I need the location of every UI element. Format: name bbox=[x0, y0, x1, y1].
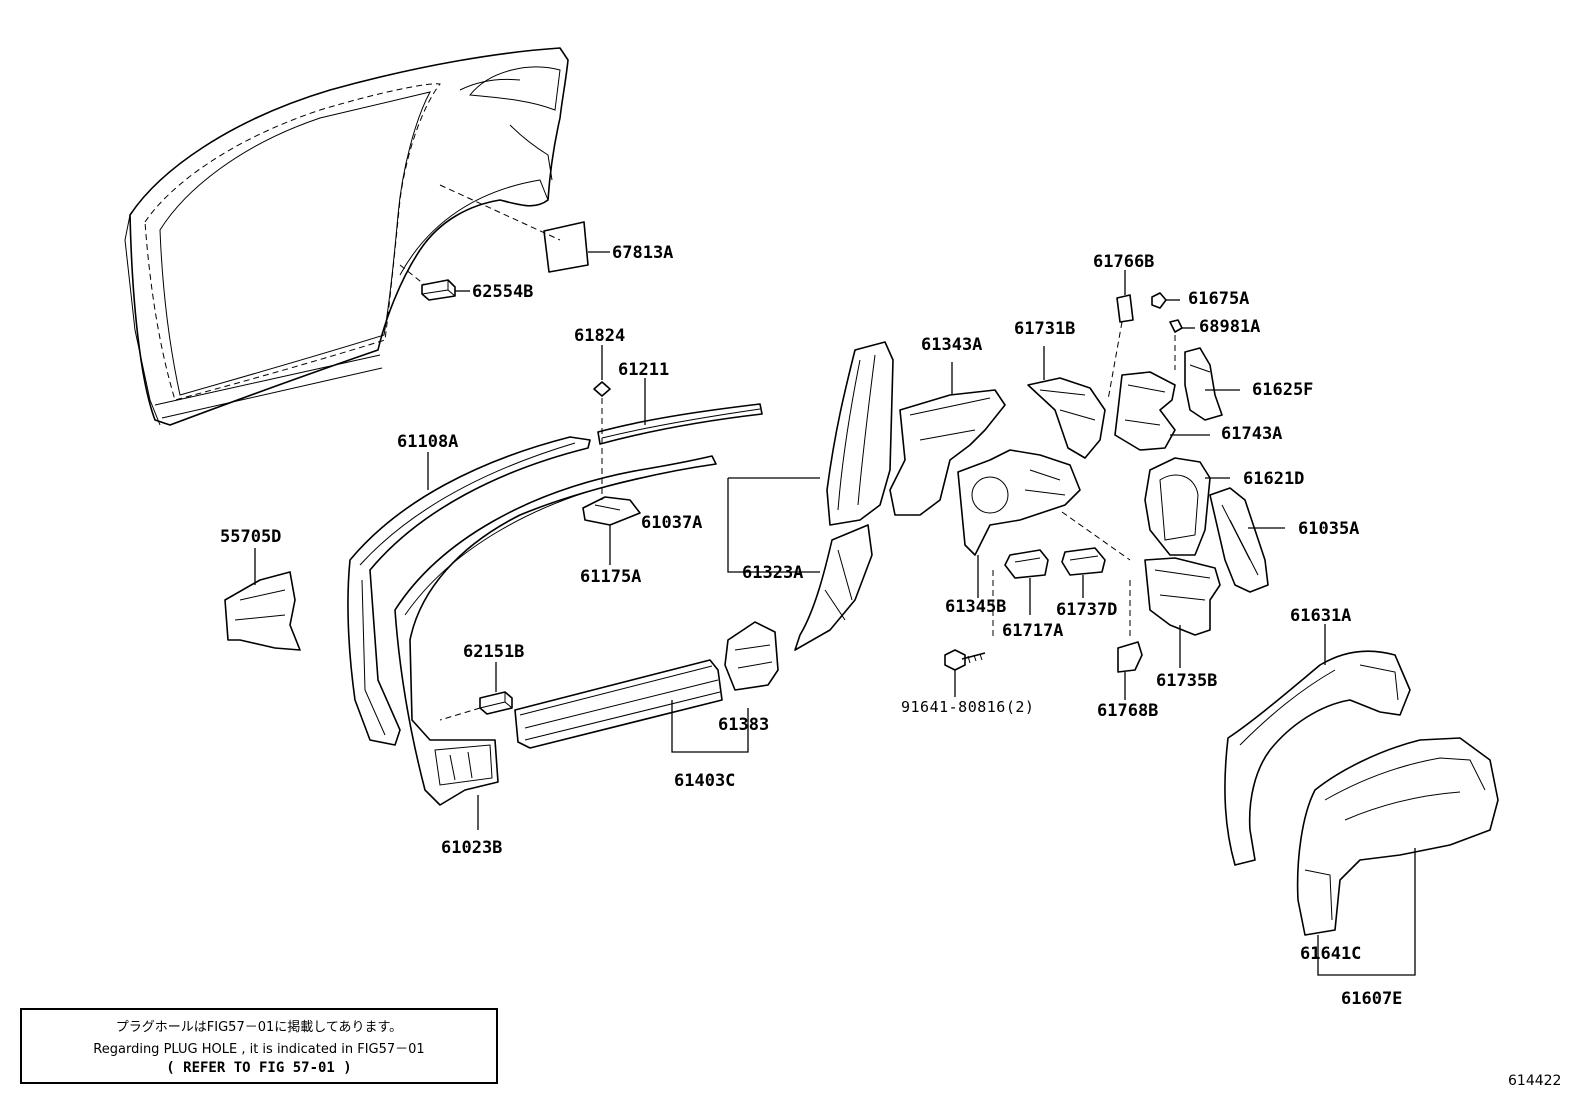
clip-68981A bbox=[1169, 319, 1195, 370]
clip-61675A bbox=[1151, 292, 1180, 309]
label-61323A: 61323A bbox=[742, 563, 803, 583]
plug-hole-note: プラグホールはFIG57－01に掲載してあります。 Regarding PLUG… bbox=[20, 1008, 498, 1084]
wheelhouse-inner-61641C bbox=[1296, 737, 1499, 976]
label-61641C: 61641C bbox=[1300, 944, 1361, 964]
panel-61345B bbox=[957, 449, 1131, 640]
label-61621D: 61621D bbox=[1243, 469, 1304, 489]
label-61023B: 61023B bbox=[441, 838, 502, 858]
label-61675A: 61675A bbox=[1188, 289, 1249, 309]
label-61345B: 61345B bbox=[945, 597, 1006, 617]
label-61766B: 61766B bbox=[1093, 252, 1154, 272]
label-55705D: 55705D bbox=[220, 527, 281, 547]
pillar-61035A bbox=[1209, 487, 1285, 593]
label-61824: 61824 bbox=[574, 326, 625, 346]
label-61035A: 61035A bbox=[1298, 519, 1359, 539]
label-61037A: 61037A bbox=[641, 513, 702, 533]
figure-id: 614422 bbox=[1508, 1073, 1562, 1089]
front-pillar-61023B bbox=[394, 455, 717, 830]
panel-61735B bbox=[1144, 557, 1221, 668]
note-japanese: プラグホールはFIG57－01に掲載してあります。 bbox=[115, 1020, 403, 1035]
label-62151B: 62151B bbox=[463, 642, 524, 662]
body-side-outer-panel bbox=[124, 47, 569, 426]
wheelhouse-outer-61631A bbox=[1224, 624, 1411, 866]
rocker-61403C bbox=[514, 659, 749, 753]
bracket-61768B bbox=[1117, 580, 1143, 700]
label-61768B: 61768B bbox=[1097, 701, 1158, 721]
block-62554B bbox=[421, 279, 470, 301]
bracket-61383 bbox=[724, 621, 779, 691]
label-61743A: 61743A bbox=[1221, 424, 1282, 444]
plate-67813A bbox=[543, 221, 610, 273]
label-61631A: 61631A bbox=[1290, 606, 1351, 626]
label-61737D: 61737D bbox=[1056, 600, 1117, 620]
label-61175A: 61175A bbox=[580, 567, 641, 587]
plug-61824 bbox=[593, 345, 611, 500]
panel-61343A bbox=[889, 362, 1006, 516]
block-62151B bbox=[439, 662, 513, 721]
center-pillar-61037A bbox=[727, 341, 894, 573]
label-91641-80816: 91641-80816(2) bbox=[901, 698, 1034, 716]
label-61108A: 61108A bbox=[397, 432, 458, 452]
label-61211: 61211 bbox=[618, 360, 669, 380]
label-61403C: 61403C bbox=[674, 771, 735, 791]
label-61625F: 61625F bbox=[1252, 380, 1313, 400]
note-english: Regarding PLUG HOLE , it is indicated in… bbox=[93, 1042, 425, 1057]
bracket-55705D bbox=[224, 548, 301, 651]
bracket-61625F bbox=[1184, 347, 1240, 421]
bracket-61766B bbox=[1107, 270, 1134, 401]
panel-61743A bbox=[1114, 371, 1210, 451]
label-61717A: 61717A bbox=[1002, 621, 1063, 641]
bracket-61737D bbox=[1061, 547, 1106, 598]
label-61731B: 61731B bbox=[1014, 319, 1075, 339]
bolt-91641-80816 bbox=[944, 649, 986, 697]
panel-61731B bbox=[1027, 346, 1106, 459]
label-61383: 61383 bbox=[718, 715, 769, 735]
panel-61621D bbox=[1144, 457, 1230, 556]
roof-rail-61211 bbox=[597, 378, 763, 445]
bracket-61717A bbox=[1004, 549, 1049, 615]
label-61735B: 61735B bbox=[1156, 671, 1217, 691]
pillar-inner-61108A bbox=[347, 436, 591, 746]
label-68981A: 68981A bbox=[1199, 317, 1260, 337]
bracket-61175A bbox=[582, 496, 641, 565]
label-61607E: 61607E bbox=[1341, 989, 1402, 1009]
note-reference: ( REFER TO FIG 57-01 ) bbox=[166, 1060, 352, 1076]
lower-pillar-61323A bbox=[794, 524, 873, 651]
label-62554B: 62554B bbox=[472, 282, 533, 302]
label-61343A: 61343A bbox=[921, 335, 982, 355]
label-67813A: 67813A bbox=[612, 243, 673, 263]
